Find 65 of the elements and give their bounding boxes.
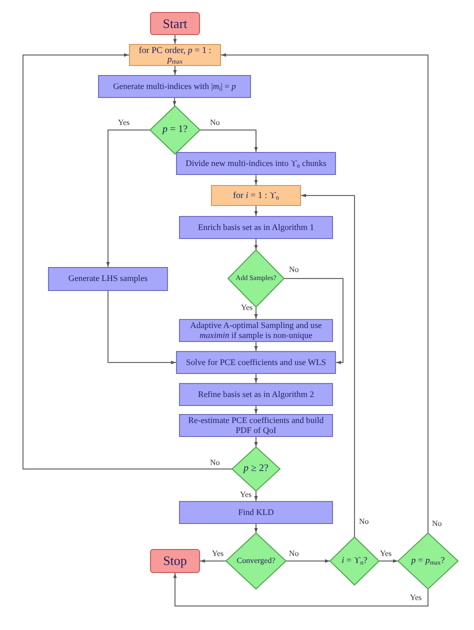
node-label: Refine basis set as in Algorithm 2 [198,390,314,399]
edge-label: Yes [380,550,392,558]
connector-arrow [254,406,258,414]
process-box [48,267,168,291]
connector-arrow [254,306,258,320]
connector-arrow [106,130,150,268]
process-box [179,501,333,524]
node-label: Generate multi-indices with |m$_{i}$| = p [113,82,236,91]
connector-arrow [378,559,398,563]
node-label: p = 1? [162,124,188,136]
process-box [179,383,333,406]
node-label: p = p$_{max}$? [411,556,445,566]
node-label: Converged? [236,556,276,566]
node-label: Find KLD [238,508,274,517]
node-label: Re-estimate PCE coefficients and build PDF of QoI [187,416,325,435]
node-label: Stop [163,554,187,568]
edge-label: No [432,520,442,528]
connector-arrow [254,490,258,502]
edge-label: No [289,550,299,558]
process-box [176,351,336,374]
connector-arrow [254,206,258,216]
edge-label: Yes [212,550,224,558]
connector-arrow [254,238,258,250]
connector-arrow [254,342,258,352]
terminal-box [150,12,200,35]
connector-arrow [254,174,258,186]
node-label: Solve for PCE coefficients and use WLS [186,358,326,367]
node-label: Enrich basis set as in Algorithm 1 [198,222,314,232]
process-box [179,414,333,437]
loop-box [179,216,333,239]
connector-arrow [108,290,176,364]
connector-arrow [200,559,226,563]
edge-label: No [359,518,369,526]
connector-arrow [300,194,355,538]
edge-label: No [210,459,220,467]
connector-arrow [254,374,258,384]
connector-arrow [172,98,176,106]
node-label: for PC order, p = 1 : p$_{max}$ [138,46,212,64]
connector-arrow [173,66,177,76]
connector-arrow [254,524,258,534]
node-label: i = ϒ$_{n}$? [342,556,368,566]
process-box [98,75,251,98]
connector-arrow [254,436,258,448]
edge-label: No [289,266,299,274]
process-box [211,185,301,206]
edge-label: Yes [118,119,130,127]
edge-label: Yes [240,491,252,499]
connector-arrow [173,572,428,606]
connector-arrow [220,53,428,534]
process-box [150,549,200,573]
connector-arrow [173,34,177,44]
edge-label: Yes [241,304,253,312]
connector-arrow [286,559,330,563]
loop-box [129,44,221,66]
node-label: Start [162,16,188,30]
node-label: for i = 1 : ϒ$_{n}$ [233,190,279,200]
node-label: Generate LHS samples [68,274,148,284]
node-label: p ≥ 2? [244,464,268,474]
edge-label: Yes [410,594,422,602]
node-label: Divide new multi-indices into ϒ$_{n}$ chunks [186,158,326,168]
connector-arrow [200,130,258,152]
edge-label: No [210,119,220,127]
connector-arrow [284,278,344,364]
connector-arrow [22,53,232,470]
node-label: Adaptive A-optimal Sampling and use maximin if sample is non-unique [189,321,323,340]
